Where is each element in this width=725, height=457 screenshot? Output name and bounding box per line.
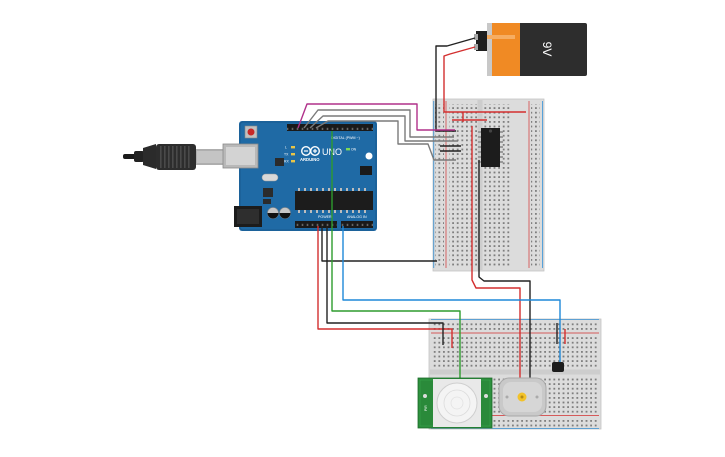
l-led-label: L bbox=[285, 146, 287, 150]
arduino-brand: ARDUINO bbox=[300, 157, 320, 162]
usb-cable bbox=[123, 144, 224, 170]
rx-led-label: RX bbox=[284, 160, 289, 164]
arduino-board: L TX RX ON ARDUINO UNO DIGITAL (PWM ~) P… bbox=[222, 121, 377, 231]
crystal bbox=[261, 173, 279, 182]
atmega-chip bbox=[295, 191, 373, 210]
tx-led-label: TX bbox=[284, 153, 289, 157]
battery-label: 9V bbox=[540, 42, 554, 57]
digital-header-label: DIGITAL (PWM ~) bbox=[331, 136, 360, 140]
breadboard-upper bbox=[432, 98, 545, 272]
transistor bbox=[552, 362, 564, 372]
pir-dome-icon bbox=[436, 382, 478, 424]
motor-driver-ic bbox=[481, 128, 500, 167]
dc-motor bbox=[498, 377, 547, 417]
arduino-logo-icon bbox=[301, 145, 321, 156]
wires bbox=[297, 37, 566, 385]
analog-header-label: ANALOG IN bbox=[347, 215, 367, 219]
on-led-label: ON bbox=[351, 148, 357, 152]
pir-label: PIR bbox=[424, 405, 428, 411]
battery-9v: 9V bbox=[474, 23, 587, 76]
power-header-label: POWER bbox=[318, 215, 332, 219]
pir-sensor: PIR bbox=[417, 377, 493, 429]
